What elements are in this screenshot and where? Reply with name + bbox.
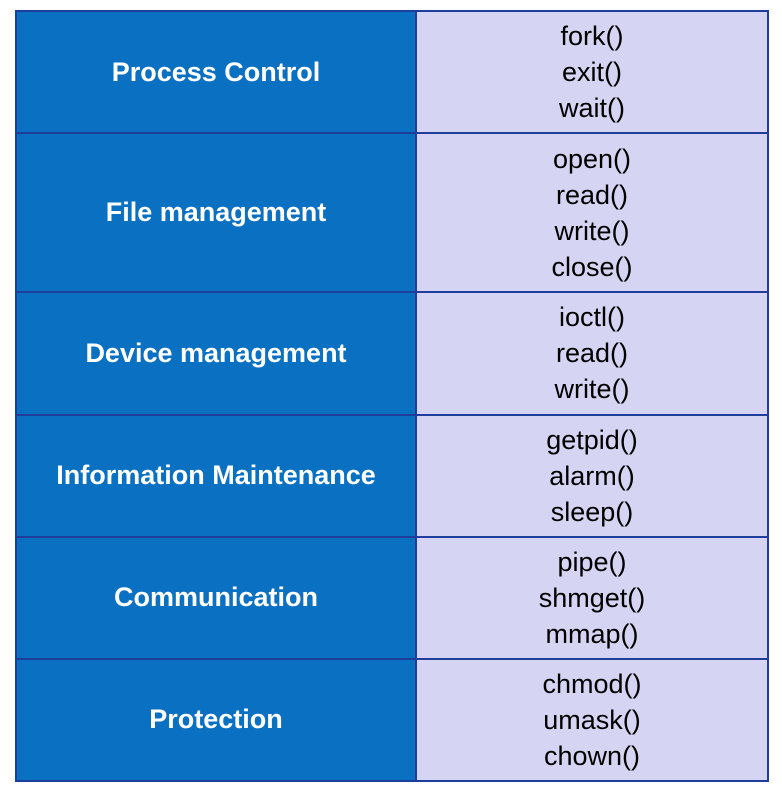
- call-item: chmod(): [542, 668, 642, 699]
- call-item: ioctl(): [559, 302, 625, 333]
- table-row: Protection chmod() umask() chown(): [15, 657, 769, 783]
- calls-cell: chmod() umask() chown(): [415, 657, 769, 783]
- category-cell: Process Control: [15, 9, 417, 135]
- category-cell: Protection: [15, 657, 417, 783]
- table-row: File management open() read() write() cl…: [15, 132, 769, 294]
- call-item: write(): [554, 215, 630, 246]
- table-row: Device management ioctl() read() write(): [15, 291, 769, 416]
- category-cell: Information Maintenance: [15, 413, 417, 538]
- call-item: wait(): [559, 93, 625, 124]
- call-item: read(): [555, 179, 629, 210]
- call-item: open(): [552, 143, 632, 174]
- call-item: fork(): [560, 21, 624, 52]
- table-row: Process Control fork() exit() wait(): [15, 9, 769, 135]
- call-item: chown(): [543, 740, 641, 771]
- call-item: write(): [554, 374, 630, 405]
- call-item: exit(): [562, 57, 622, 88]
- call-item: alarm(): [549, 460, 635, 491]
- call-item: sleep(): [550, 496, 634, 527]
- table-row: Communication pipe() shmget() mmap(): [15, 535, 769, 660]
- call-item: close(): [551, 251, 633, 282]
- calls-cell: fork() exit() wait(): [415, 9, 769, 135]
- calls-cell: getpid() alarm() sleep(): [415, 413, 769, 538]
- calls-cell: open() read() write() close(): [415, 132, 769, 294]
- calls-cell: ioctl() read() write(): [415, 291, 769, 416]
- call-item: mmap(): [545, 618, 639, 649]
- call-item: pipe(): [557, 546, 627, 577]
- call-item: shmget(): [538, 582, 646, 613]
- call-item: umask(): [543, 704, 641, 735]
- call-item: getpid(): [546, 424, 638, 455]
- call-item: read(): [555, 338, 629, 369]
- category-cell: Device management: [15, 291, 417, 416]
- table-row: Information Maintenance getpid() alarm()…: [15, 413, 769, 538]
- calls-cell: pipe() shmget() mmap(): [415, 535, 769, 660]
- category-cell: File management: [15, 132, 417, 294]
- system-call-table: Process Control fork() exit() wait() Fil…: [15, 9, 769, 783]
- category-cell: Communication: [15, 535, 417, 660]
